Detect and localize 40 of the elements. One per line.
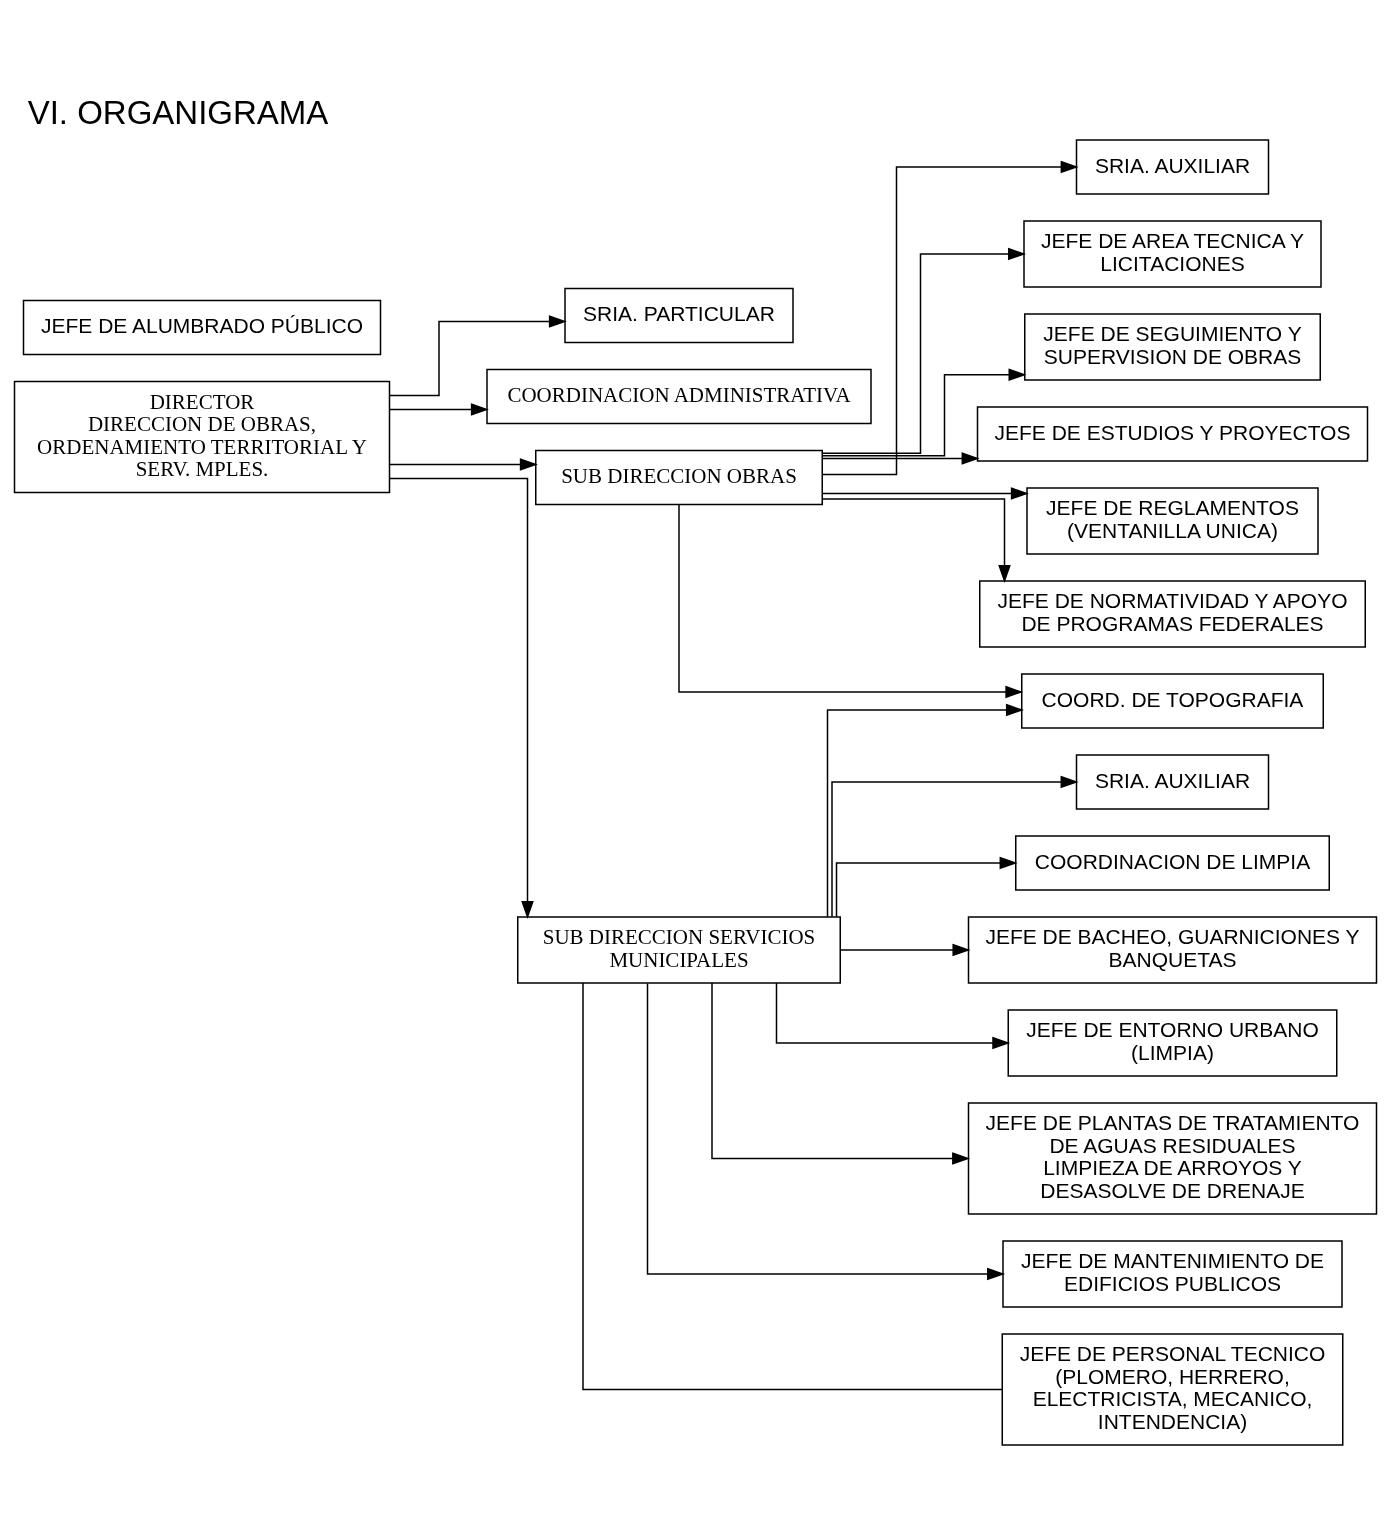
node-box: DIRECTOR DIRECCION DE OBRAS, ORDENAMIENTO TERRITORIAL Y SERV. MPLES.: [13, 380, 391, 494]
node-box: JEFE DE MANTENIMIENTO DE EDIFICIOS PUBLICOS: [1002, 1240, 1343, 1308]
node-box: SRIA. AUXILIAR: [1075, 754, 1270, 810]
node-box: JEFE DE ALUMBRADO PÚBLICO: [22, 299, 382, 356]
node-box: JEFE DE SEGUIMIENTO Y SUPERVISION DE OBRAS: [1024, 313, 1321, 381]
arrow: [821, 160, 1079, 476]
node-box: COORD. DE TOPOGRAFIA: [1021, 673, 1324, 729]
node-box: JEFE DE BACHEO, GUARNICIONES Y BANQUETAS: [967, 916, 1378, 984]
connector: [582, 982, 1003, 1391]
node-box: COORDINACION DE LIMPIA: [1015, 835, 1330, 891]
node-box: JEFE DE ESTUDIOS Y PROYECTOS: [976, 406, 1369, 462]
diagram-title: VI. ORGANIGRAMA: [27, 94, 329, 132]
node-box: COORDINACION ADMINISTRATIVA: [486, 368, 872, 425]
arrow: [775, 982, 1011, 1050]
arrow: [821, 487, 1029, 500]
arrow: [389, 315, 567, 397]
node-box: SRIA. AUXILIAR: [1075, 139, 1270, 195]
arrow: [678, 503, 1024, 699]
arrow: [821, 247, 1026, 454]
arrow: [389, 403, 489, 416]
arrow: [821, 498, 1011, 583]
node-box: SUB DIRECCION SERVICIOS MUNICIPALES: [517, 916, 841, 984]
arrow: [821, 452, 980, 465]
node-box: JEFE DE PLANTAS DE TRATAMIENTO DE AGUAS RESIDUALES LIMPIEZA DE ARROYOS Y DESASOLVE DE DRENAJE: [967, 1102, 1378, 1215]
arrow: [389, 458, 538, 471]
arrow: [831, 775, 1079, 918]
arrow: [711, 982, 971, 1165]
node-box: JEFE DE NORMATIVIDAD Y APOYO DE PROGRAMAS FEDERALES: [979, 580, 1366, 648]
arrow: [835, 856, 1018, 918]
arrow: [389, 477, 534, 920]
node-box: JEFE DE REGLAMENTOS (VENTANILLA UNICA): [1026, 487, 1319, 555]
arrow: [826, 703, 1024, 918]
arrow: [821, 368, 1027, 457]
node-box: JEFE DE PERSONAL TECNICO (PLOMERO, HERRERO, ELECTRICISTA, MECANICO, INTENDENCIA): [1001, 1333, 1344, 1446]
arrow: [839, 943, 971, 957]
node-box: SRIA. PARTICULAR: [564, 287, 794, 344]
node-box: JEFE DE AREA TECNICA Y LICITACIONES: [1023, 220, 1322, 288]
arrow: [646, 982, 1006, 1281]
node-box: SUB DIRECCION OBRAS: [535, 449, 823, 506]
node-box: JEFE DE ENTORNO URBANO (LIMPIA): [1007, 1009, 1338, 1077]
